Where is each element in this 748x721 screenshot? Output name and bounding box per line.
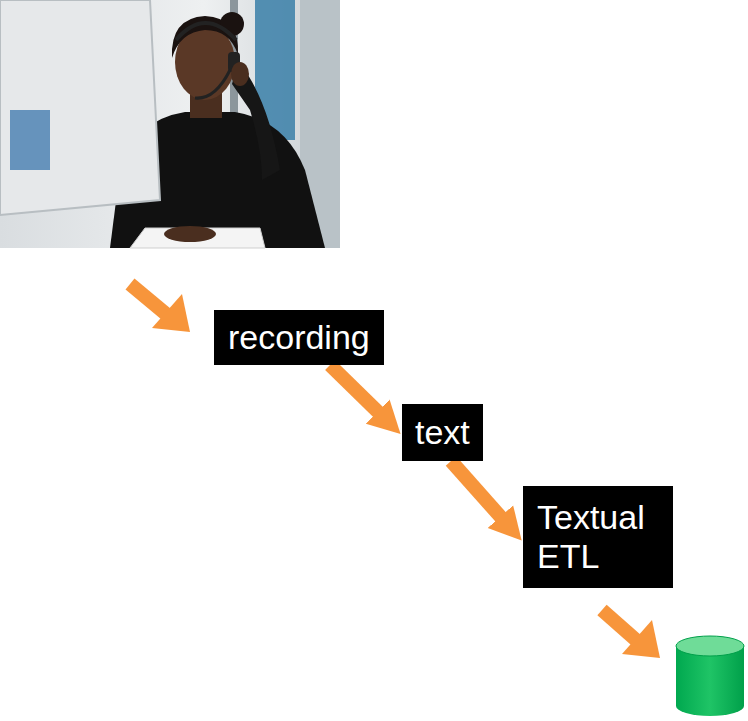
agent-arm [232,70,280,180]
arrow-shaft [130,284,166,314]
hair-bun [220,12,244,36]
photo-background [0,0,340,248]
arrow-head [622,620,660,658]
agent-photo [0,0,340,248]
agent-hand [231,62,249,86]
flow-arrow [451,461,502,518]
process-box: recording [214,310,384,365]
process-box: Textual ETL [523,486,673,588]
cylinder-top [676,636,744,656]
monitor-detail [10,110,50,170]
agent-hand-keyboard [164,226,216,242]
box-label: Textual ETL [537,498,659,576]
flow-arrow [330,365,379,413]
monitor [0,0,160,215]
arrow-head [152,294,190,332]
box-label: recording [228,318,370,357]
flow-arrow [602,610,660,658]
headset-mic [195,70,230,98]
database-cylinder [676,636,744,716]
flow-arrow [130,284,190,332]
process-box: text [402,404,483,461]
headset-band [176,23,236,40]
box-label: text [415,413,470,452]
arrow-shaft [602,610,636,640]
